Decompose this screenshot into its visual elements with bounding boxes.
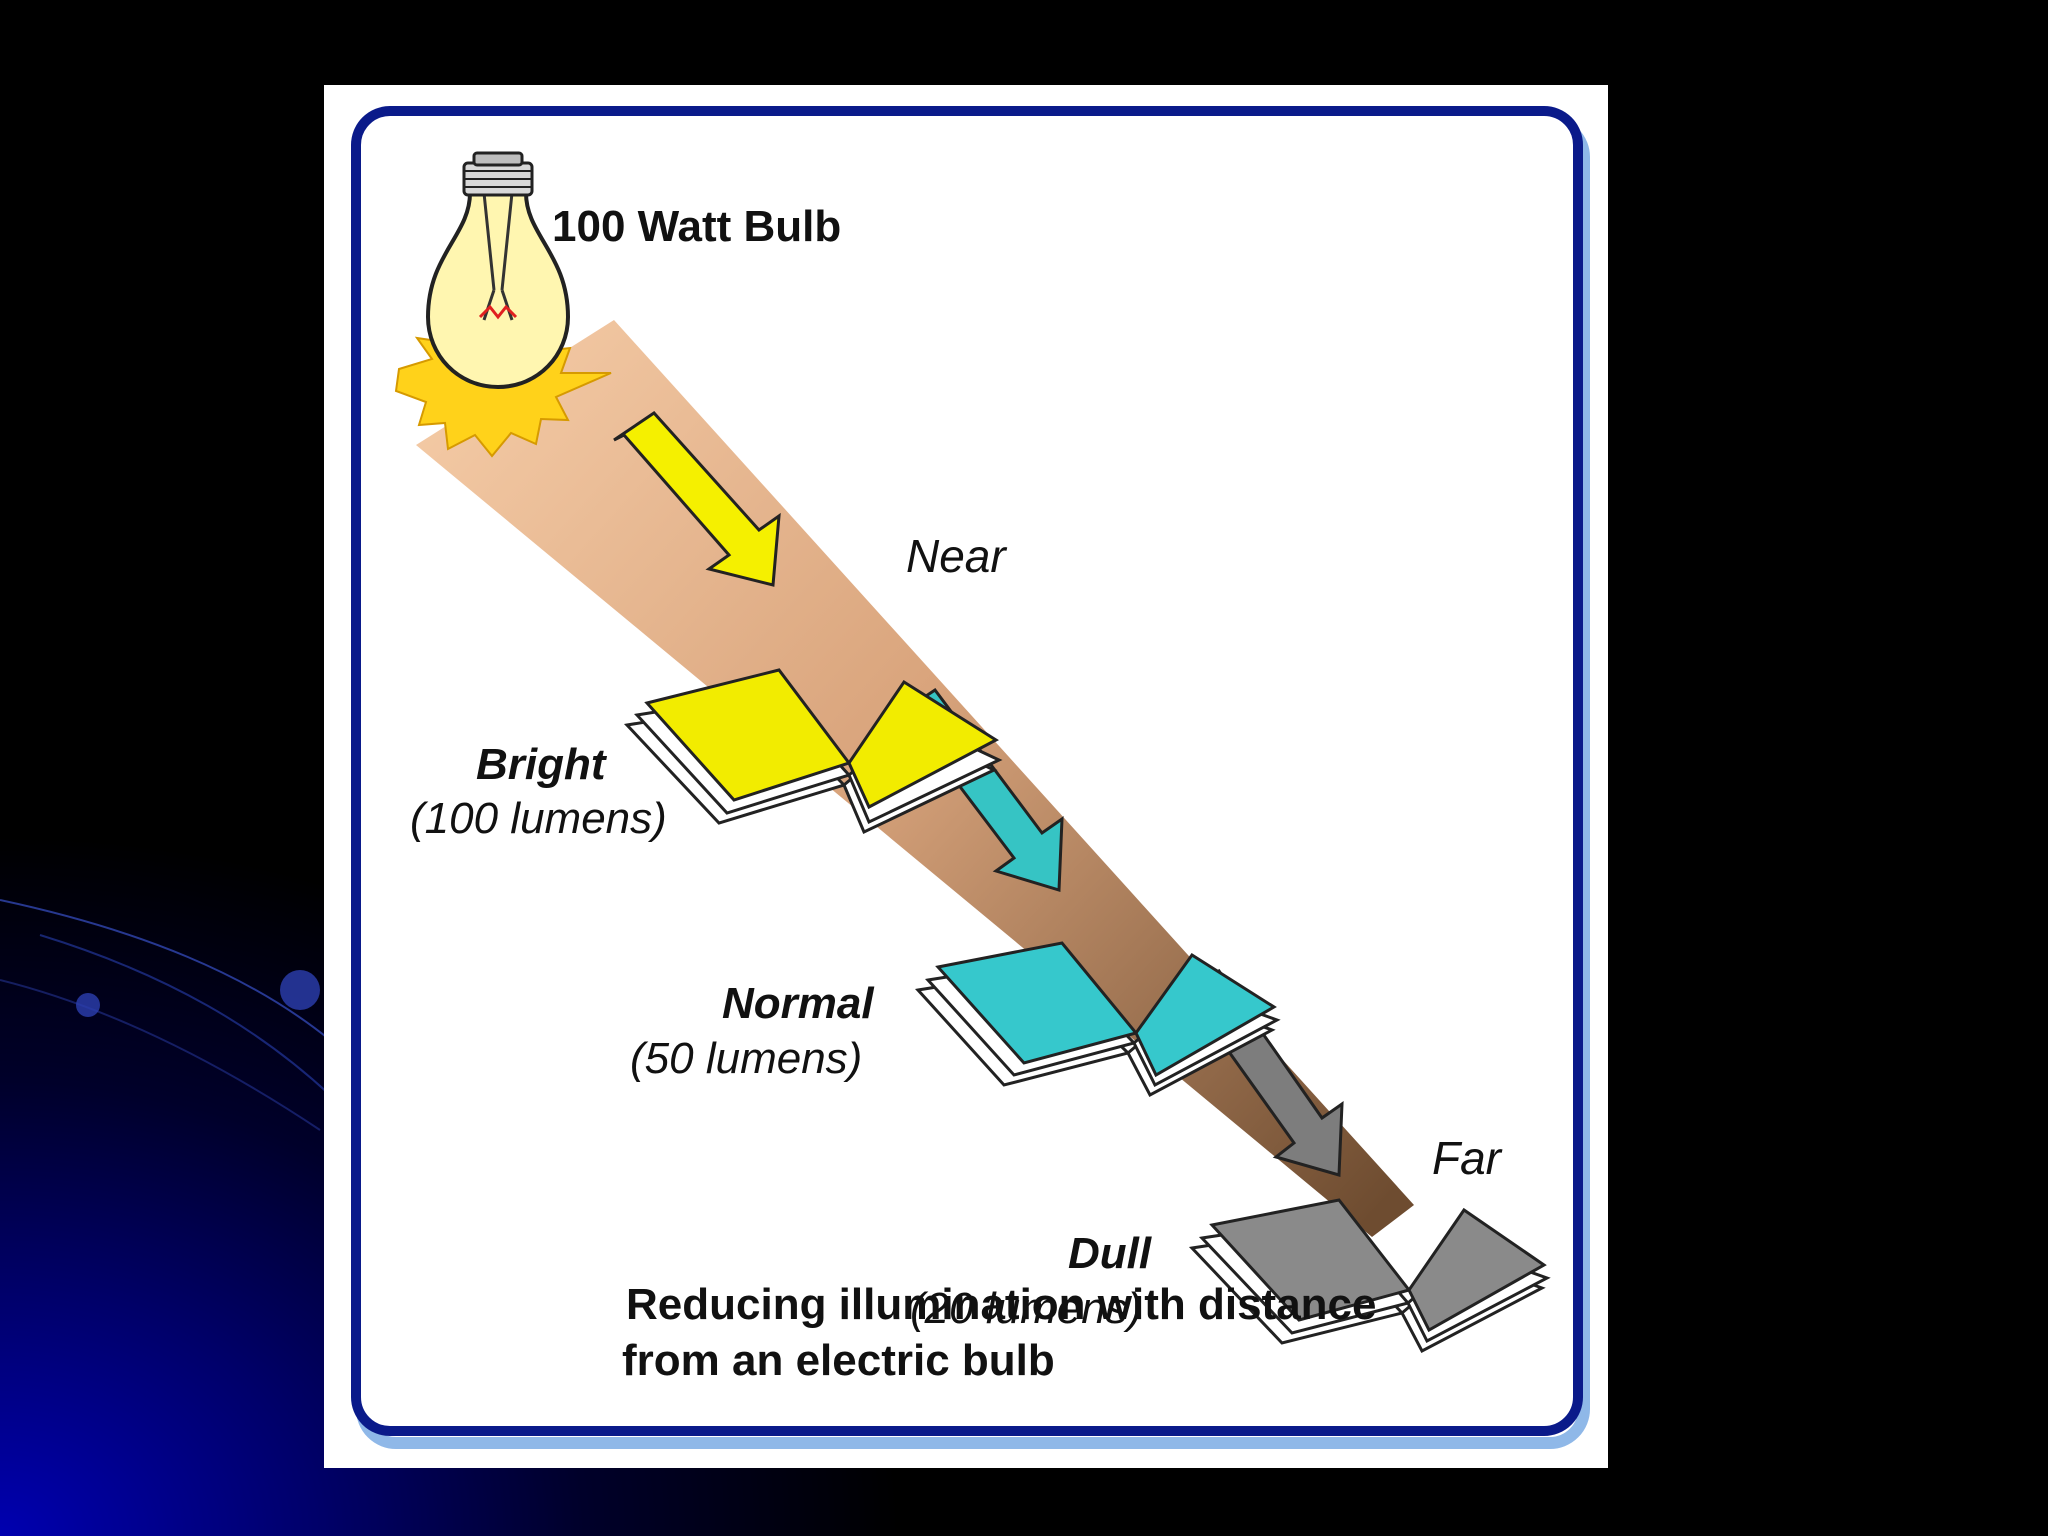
bright-lumens: (100 lumens)	[410, 794, 667, 843]
illumination-diagram	[351, 106, 1590, 1449]
normal-label: Normal	[722, 979, 874, 1028]
near-label: Near	[906, 530, 1006, 582]
arrow-near	[613, 411, 781, 587]
bright-label: Bright	[476, 740, 606, 789]
bulb-label: 100 Watt Bulb	[552, 202, 842, 251]
far-label: Far	[1432, 1132, 1501, 1184]
diagram-panel: 100 Watt Bulb Near Far Bright (100 lumen…	[324, 85, 1608, 1468]
dull-lumens: (20 lumens)	[910, 1284, 1143, 1333]
book-normal	[915, 941, 1281, 1098]
book-dull	[1188, 1198, 1551, 1354]
dull-label: Dull	[1068, 1229, 1152, 1278]
book-bright-right-page	[847, 679, 999, 810]
bulb-glass	[425, 191, 571, 390]
book-dull-right-page	[1407, 1207, 1547, 1333]
normal-lumens: (50 lumens)	[630, 1034, 863, 1083]
caption-line-1: Reducing illumination with distance	[626, 1280, 1377, 1329]
book-normal-right-page	[1134, 952, 1277, 1078]
bulb-icon	[394, 151, 612, 458]
caption-line-2: from an electric bulb	[622, 1336, 1055, 1385]
book-bright	[623, 668, 1003, 835]
